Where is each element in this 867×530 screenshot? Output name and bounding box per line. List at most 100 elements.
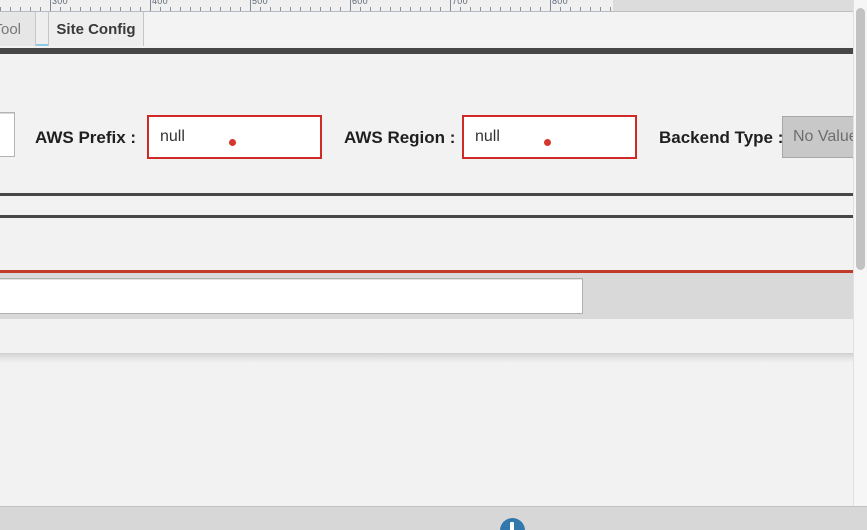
ruler-minor-tick: [270, 7, 271, 11]
section-divider-bottom: [0, 215, 853, 218]
ruler-major-tick: [250, 0, 251, 11]
ruler-label: 500: [252, 0, 268, 6]
ruler-minor-tick: [220, 7, 221, 11]
ruler-minor-tick: [460, 7, 461, 11]
aws-region-marker-dot: [544, 139, 551, 146]
ruler-minor-tick: [230, 7, 231, 11]
vertical-scrollbar-thumb[interactable]: [856, 8, 865, 270]
ruler-minor-tick: [480, 7, 481, 11]
ruler-minor-tick: [130, 7, 131, 11]
ruler-minor-tick: [100, 7, 101, 11]
ruler-minor-tick: [340, 7, 341, 11]
lower-empty-area: [0, 363, 853, 506]
horizontal-ruler: 300 400 500 600 700 800: [0, 0, 613, 12]
section-divider-top: [0, 193, 853, 196]
aws-region-input[interactable]: null: [462, 115, 637, 159]
ruler-label: 300: [52, 0, 68, 6]
panel-drop-shadow: [0, 353, 853, 363]
ruler-minor-tick: [510, 7, 511, 11]
ruler-minor-tick: [140, 7, 141, 11]
ruler-minor-tick: [320, 7, 321, 11]
left-clipped-input[interactable]: [0, 112, 15, 157]
tab-bar: y Tool Site Config: [0, 12, 853, 46]
ruler-minor-tick: [160, 7, 161, 11]
ruler-minor-tick: [200, 7, 201, 11]
ruler-minor-tick: [570, 7, 571, 11]
tab-bar-separator: [0, 48, 853, 54]
ruler-label: 800: [552, 0, 568, 6]
ruler-minor-tick: [180, 7, 181, 11]
aws-region-label: AWS Region :: [344, 128, 456, 147]
ruler-minor-tick: [170, 7, 171, 11]
backend-type-value: No Value: [793, 128, 858, 145]
info-icon[interactable]: [500, 518, 525, 530]
tab-query-tool[interactable]: y Tool: [0, 12, 36, 46]
section-band-upper: [0, 196, 853, 215]
ruler-major-tick: [50, 0, 51, 11]
ruler-minor-tick: [210, 7, 211, 11]
ruler-major-tick: [150, 0, 151, 11]
ruler-minor-tick: [290, 7, 291, 11]
aws-region-value: null: [475, 128, 500, 145]
tab-query-tool-label: y Tool: [0, 20, 21, 38]
ruler-minor-tick: [470, 7, 471, 11]
ruler-major-tick: [450, 0, 451, 11]
ruler-minor-tick: [280, 7, 281, 11]
ruler-minor-tick: [380, 7, 381, 11]
ruler-minor-tick: [440, 7, 441, 11]
ruler-minor-tick: [80, 7, 81, 11]
site-config-panel: AWS Prefix : null AWS Region : null Back…: [0, 54, 867, 353]
ruler-minor-tick: [520, 7, 521, 11]
ruler-major-tick: [550, 0, 551, 11]
wide-text-input[interactable]: [0, 278, 583, 314]
ruler-minor-tick: [590, 7, 591, 11]
ruler-minor-tick: [420, 7, 421, 11]
ruler-minor-tick: [90, 7, 91, 11]
section-band-lower: [0, 319, 853, 353]
ruler-minor-tick: [410, 7, 411, 11]
ruler-minor-tick: [120, 7, 121, 11]
ruler-minor-tick: [390, 7, 391, 11]
ruler-minor-tick: [610, 7, 611, 11]
ruler-label: 400: [152, 0, 168, 6]
ruler-minor-tick: [10, 7, 11, 11]
ruler-minor-tick: [310, 7, 311, 11]
ruler-minor-tick: [30, 7, 31, 11]
ruler-major-tick: [350, 0, 351, 11]
section-band-middle: [0, 218, 853, 270]
tab-site-config[interactable]: Site Config: [48, 12, 144, 46]
ruler-minor-tick: [530, 7, 531, 11]
ruler-minor-tick: [600, 7, 601, 11]
ruler-minor-tick: [240, 7, 241, 11]
aws-prefix-value: null: [160, 128, 185, 145]
ruler-minor-tick: [400, 7, 401, 11]
ruler-minor-tick: [500, 7, 501, 11]
ruler-minor-tick: [190, 7, 191, 11]
aws-prefix-marker-dot: [229, 139, 236, 146]
backend-type-select[interactable]: No Value: [782, 116, 867, 158]
ruler-minor-tick: [560, 7, 561, 11]
ruler-minor-tick: [430, 7, 431, 11]
ruler-inactive-region: [613, 0, 853, 12]
ruler-minor-tick: [60, 7, 61, 11]
ruler-minor-tick: [110, 7, 111, 11]
status-bar: [0, 506, 867, 530]
ruler-minor-tick: [540, 7, 541, 11]
ruler-label: 600: [352, 0, 368, 6]
config-form-row: AWS Prefix : null AWS Region : null Back…: [0, 54, 867, 193]
error-divider-line: [0, 270, 853, 273]
ruler-minor-tick: [70, 7, 71, 11]
ruler-minor-tick: [370, 7, 371, 11]
ruler-minor-tick: [20, 7, 21, 11]
aws-prefix-input[interactable]: null: [147, 115, 322, 159]
ruler-minor-tick: [360, 7, 361, 11]
ruler-minor-tick: [260, 7, 261, 11]
tab-site-config-label: Site Config: [56, 20, 136, 38]
ruler-minor-tick: [580, 7, 581, 11]
ruler-minor-tick: [300, 7, 301, 11]
input-band: [0, 273, 853, 319]
ruler-label: 700: [452, 0, 468, 6]
aws-prefix-label: AWS Prefix :: [35, 128, 137, 147]
ruler-minor-tick: [40, 7, 41, 11]
